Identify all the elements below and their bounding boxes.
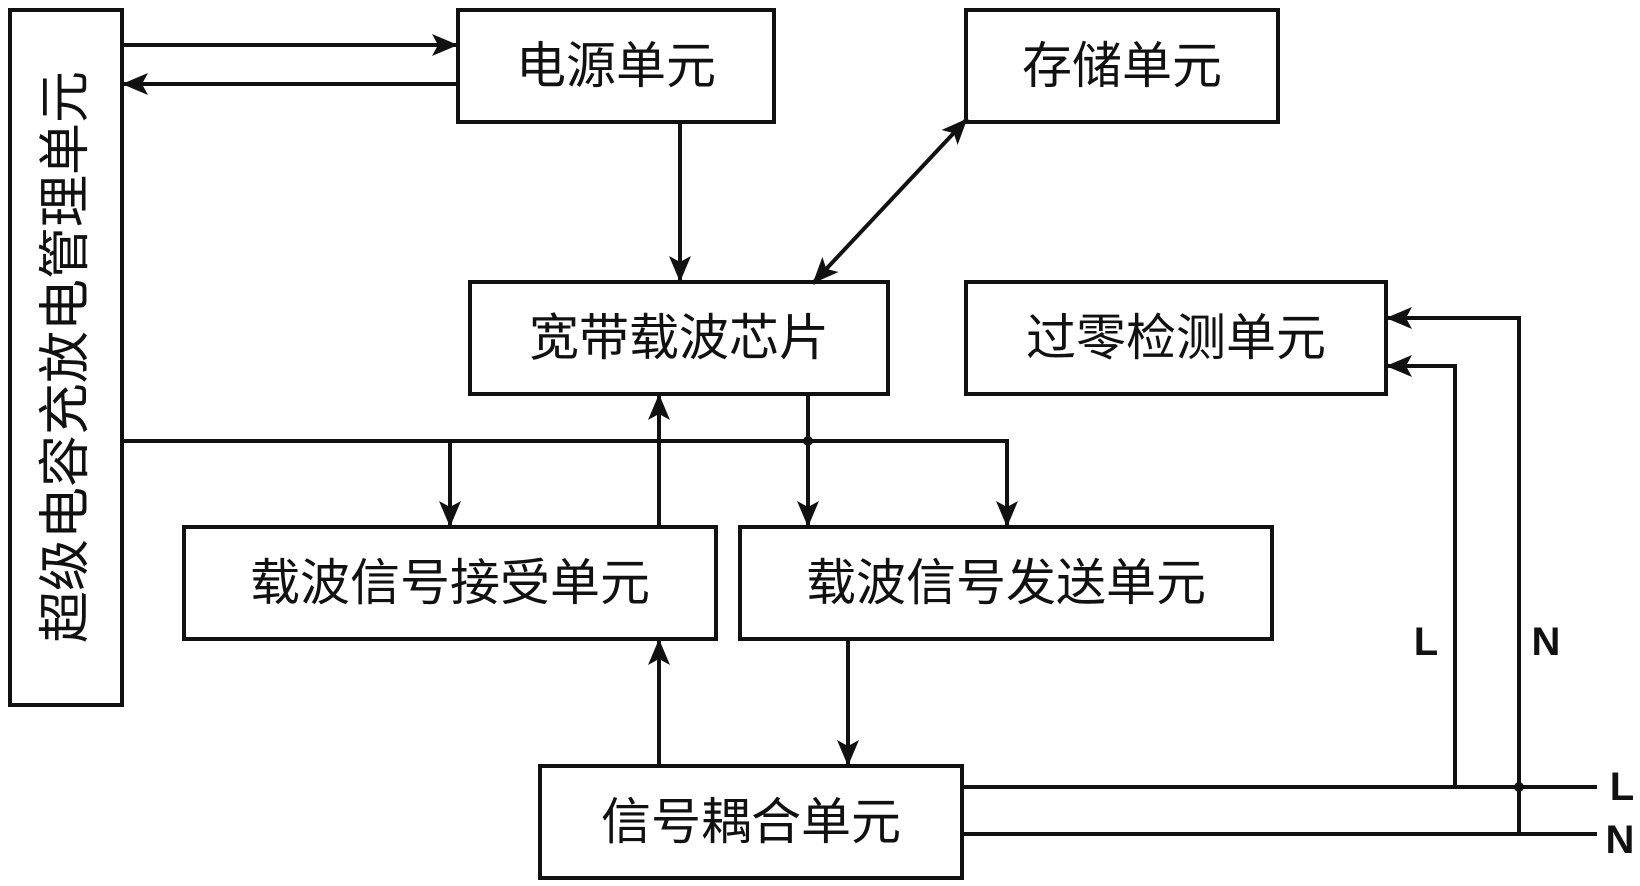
broadband-carrier-chip-label: 宽带载波芯片 [529, 309, 829, 367]
carrier-send-unit: 载波信号发送单元 [740, 527, 1272, 639]
carrier-receive-unit: 载波信号接受单元 [184, 527, 716, 639]
chip-storage-bidirectional-arrow [814, 120, 966, 282]
neutral-line-label: N [1606, 818, 1635, 862]
broadband-carrier-chip: 宽带载波芯片 [470, 282, 888, 394]
carrier-receive-unit-label: 载波信号接受单元 [250, 554, 650, 612]
neutral-branch-label: N [1532, 620, 1561, 664]
storage-unit-label: 存储单元 [1022, 37, 1222, 95]
power-unit: 电源单元 [458, 10, 774, 122]
crossover-dot [1514, 782, 1524, 792]
live-branch-to-zero-cross [1388, 366, 1455, 787]
live-line-label: L [1610, 765, 1634, 809]
supercap-unit: 超级电容充放电管理单元 [10, 10, 122, 705]
power-unit-label: 电源单元 [516, 37, 716, 95]
storage-unit: 存储单元 [966, 10, 1278, 122]
live-branch-label: L [1414, 620, 1438, 664]
signal-coupling-unit: 信号耦合单元 [540, 766, 962, 878]
supercap-unit-label: 超级电容充放电管理单元 [36, 71, 96, 643]
junction-dot [803, 436, 813, 446]
zero-cross-detection-unit-label: 过零检测单元 [1026, 309, 1326, 367]
zero-cross-detection-unit: 过零检测单元 [966, 282, 1386, 394]
carrier-send-unit-label: 载波信号发送单元 [806, 554, 1206, 612]
signal-coupling-unit-label: 信号耦合单元 [601, 793, 901, 851]
